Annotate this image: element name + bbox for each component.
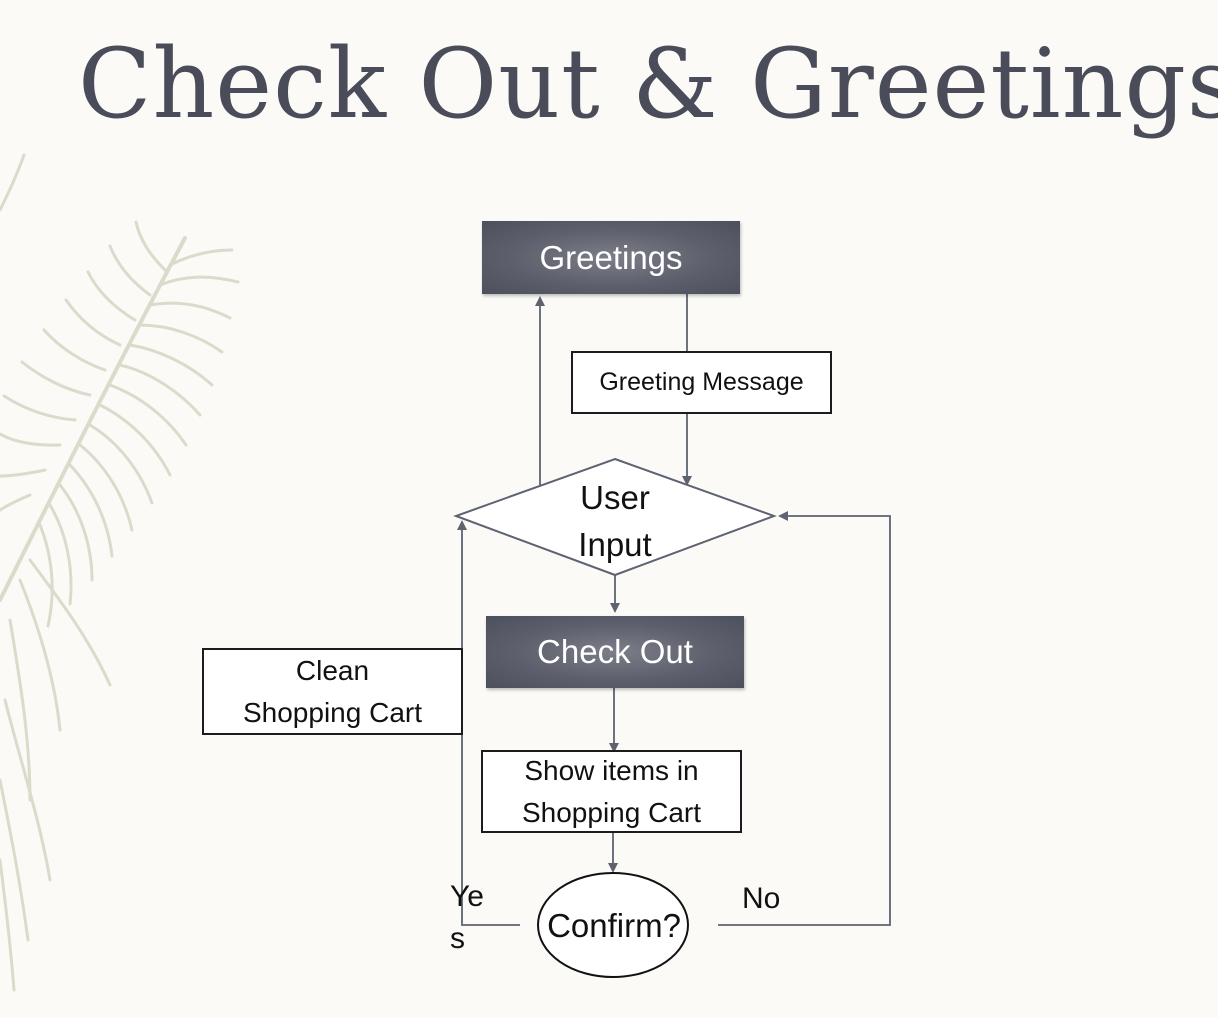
greeting-message-box: Greeting Message bbox=[571, 351, 832, 414]
confirm-ellipse bbox=[537, 872, 689, 978]
user-input-line1: User bbox=[580, 479, 650, 516]
yes-line1: Ye bbox=[450, 880, 484, 913]
user-input-label: User Input bbox=[545, 474, 685, 568]
show-items-line1: Show items in bbox=[524, 754, 699, 786]
confirm-label: Confirm? bbox=[547, 907, 681, 944]
clean-shopping-cart-box: Clean Shopping Cart bbox=[202, 648, 463, 735]
feather-decoration bbox=[0, 153, 240, 992]
clean-cart-line1: Clean bbox=[295, 654, 370, 686]
yes-label: Ye s bbox=[450, 876, 484, 960]
show-items-line2: Shopping Cart bbox=[521, 796, 701, 828]
connector-confirm-no bbox=[718, 511, 891, 926]
greetings-box: Greetings bbox=[482, 221, 740, 294]
clean-cart-line2: Shopping Cart bbox=[242, 696, 422, 728]
show-items-box: Show items in Shopping Cart bbox=[481, 750, 742, 833]
user-input-diamond bbox=[453, 457, 777, 577]
yes-line2: s bbox=[450, 922, 465, 955]
check-out-box: Check Out bbox=[486, 616, 744, 688]
user-input-line2: Input bbox=[578, 526, 652, 563]
greetings-label: Greetings bbox=[539, 238, 683, 276]
connector-confirm-yes bbox=[457, 520, 520, 926]
no-label: No bbox=[742, 882, 781, 915]
check-out-label: Check Out bbox=[537, 633, 693, 670]
page-title: Check Out & Greetings bbox=[78, 28, 1218, 140]
greeting-message-label: Greeting Message bbox=[599, 368, 804, 397]
